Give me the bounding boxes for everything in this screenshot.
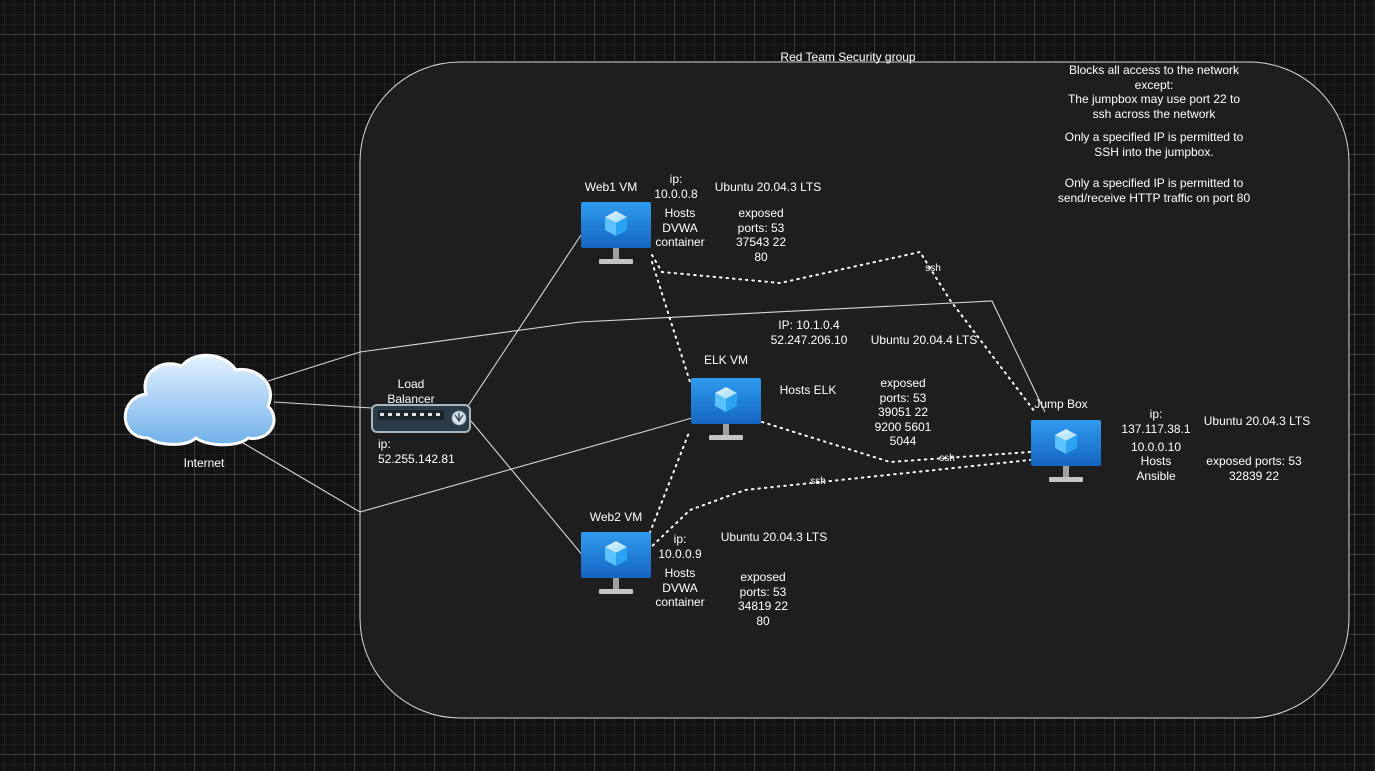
elk-vm-ip: IP: 10.1.0.4 52.247.206.10 (770, 318, 848, 347)
jumpbox-private-ip: 10.0.0.10 (1130, 440, 1182, 454)
web1-vm-os: Ubuntu 20.04.3 LTS (714, 180, 822, 194)
link-loadbalancer-to-web1 (465, 234, 582, 410)
elk-vm-ports: exposed ports: 53 39051 22 9200 5601 504… (874, 376, 932, 448)
web2-vm-ports: exposed ports: 53 34819 22 80 (737, 570, 789, 628)
security-rule-ssh-network: Blocks all access to the network except:… (1067, 63, 1241, 121)
security-group-title: Red Team Security group (780, 50, 916, 64)
jumpbox-ports: exposed ports: 53 32839 22 (1206, 454, 1302, 483)
web1-vm-ports: exposed ports: 53 37543 22 80 (735, 206, 787, 264)
jumpbox-hosts: Hosts Ansible (1136, 454, 1176, 483)
internet-cloud-icon (123, 353, 276, 447)
ssh-link-web2-to-jumpbox (647, 459, 1031, 551)
link-internet-to-elk (237, 417, 693, 513)
load-balancer-ip: ip: 52.255.142.81 (378, 437, 455, 466)
web2-vm-ip: ip: 10.0.0.9 (658, 532, 702, 561)
jumpbox-name: Jump Box (1034, 397, 1088, 411)
elk-vm-os: Ubuntu 20.04.4 LTS (870, 333, 978, 347)
security-group-boundary (359, 61, 1350, 719)
link-loadbalancer-to-web2 (470, 420, 585, 558)
elk-vm-name: ELK VM (703, 353, 748, 367)
web2-vm-os: Ubuntu 20.04.3 LTS (720, 530, 828, 544)
elk-vm-icon (691, 378, 761, 440)
web2-vm-hosts: Hosts DVWA container (655, 566, 705, 609)
jumpbox-public-ip: ip: 137.117.38.1 (1121, 407, 1191, 436)
link-internet-to-loadbalancer (273, 401, 373, 409)
internet-label: Internet (183, 456, 225, 470)
load-balancer-label: Load Balancer (387, 377, 435, 406)
ssh-label-elk-jumpbox: ssh (939, 453, 955, 464)
jumpbox-os: Ubuntu 20.04.3 LTS (1203, 414, 1311, 428)
link-internet-to-jumpbox (267, 300, 1046, 413)
elk-vm-hosts: Hosts ELK (779, 383, 837, 397)
security-rule-http: Only a specified IP is permitted to send… (1057, 176, 1251, 205)
load-balancer-icon (371, 404, 471, 433)
web1-vm-hosts: Hosts DVWA container (655, 206, 705, 249)
web2-vm-icon (581, 532, 651, 594)
ssh-link-web2-to-elk (644, 429, 691, 546)
web1-vm-ip: ip: 10.0.0.8 (654, 172, 698, 201)
ssh-label-web2-jumpbox: ssh (810, 476, 826, 487)
ssh-label-web1-jumpbox: ssh (925, 263, 941, 274)
ssh-link-web1-to-elk (651, 261, 691, 383)
ssh-link-elk-to-jumpbox (761, 421, 1031, 464)
web1-vm-icon (581, 202, 651, 264)
security-rule-ssh-jumpbox: Only a specified IP is permitted to SSH … (1064, 130, 1244, 159)
web1-vm-name: Web1 VM (584, 180, 638, 194)
ssh-link-web1-to-jumpbox (651, 250, 1036, 413)
web2-vm-name: Web2 VM (589, 510, 643, 524)
jumpbox-vm-icon (1031, 420, 1101, 482)
